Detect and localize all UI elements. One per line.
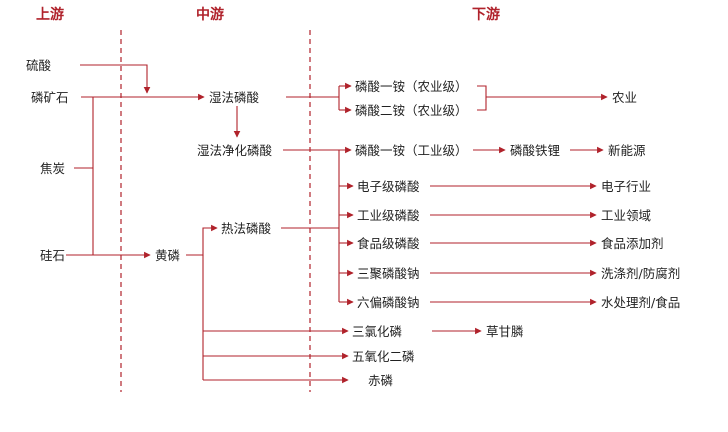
node-p2o5: 五氧化二磷 [352,349,415,364]
node-shmp: 六偏磷酸钠 [357,295,420,310]
node-map-industrial: 磷酸一铵（工业级） [355,143,468,158]
node-wet-process-acid: 湿法磷酸 [209,90,260,105]
node-red-p: 赤磷 [368,373,394,388]
connector-sulfuric-acid [80,64,151,94]
node-lfp: 磷酸铁锂 [510,143,560,158]
node-electronic-acid: 电子级磷酸 [357,179,420,194]
node-detergent: 洗涤剂/防腐剂 [601,266,680,281]
node-industrial: 工业领域 [601,208,651,223]
node-water-treatment: 水处理剂/食品 [601,295,680,310]
node-thermal-acid: 热法磷酸 [221,221,272,236]
node-industrial-acid: 工业级磷酸 [357,208,420,223]
node-silica: 硅石 [40,248,65,263]
node-new-energy: 新能源 [608,143,646,158]
header-upstream: 上游 [36,6,64,23]
node-dap-agri: 磷酸二铵（农业级） [355,103,468,118]
header-downstream: 下游 [472,6,500,23]
node-electronics: 电子行业 [601,179,651,194]
node-phosphate-rock: 磷矿石 [31,90,69,105]
node-agriculture: 农业 [612,90,637,105]
node-pcl3: 三氯化磷 [352,324,403,339]
node-glyphosate: 草甘膦 [486,324,524,339]
node-yellow-phosphorus: 黄磷 [155,248,181,263]
header-midstream: 中游 [196,6,224,23]
node-coke: 焦炭 [40,161,65,176]
node-food-additive: 食品添加剂 [601,236,664,251]
node-stpp: 三聚磷酸钠 [357,266,420,281]
connector-yellow-p-to-thermal [186,224,218,256]
node-map-agri: 磷酸一铵（农业级） [355,79,468,94]
node-purified-wet-acid: 湿法净化磷酸 [197,143,273,158]
connector-agri-bracket [477,85,487,111]
node-food-acid: 食品级磷酸 [357,236,420,251]
node-sulfuric-acid: 硫酸 [26,58,52,73]
